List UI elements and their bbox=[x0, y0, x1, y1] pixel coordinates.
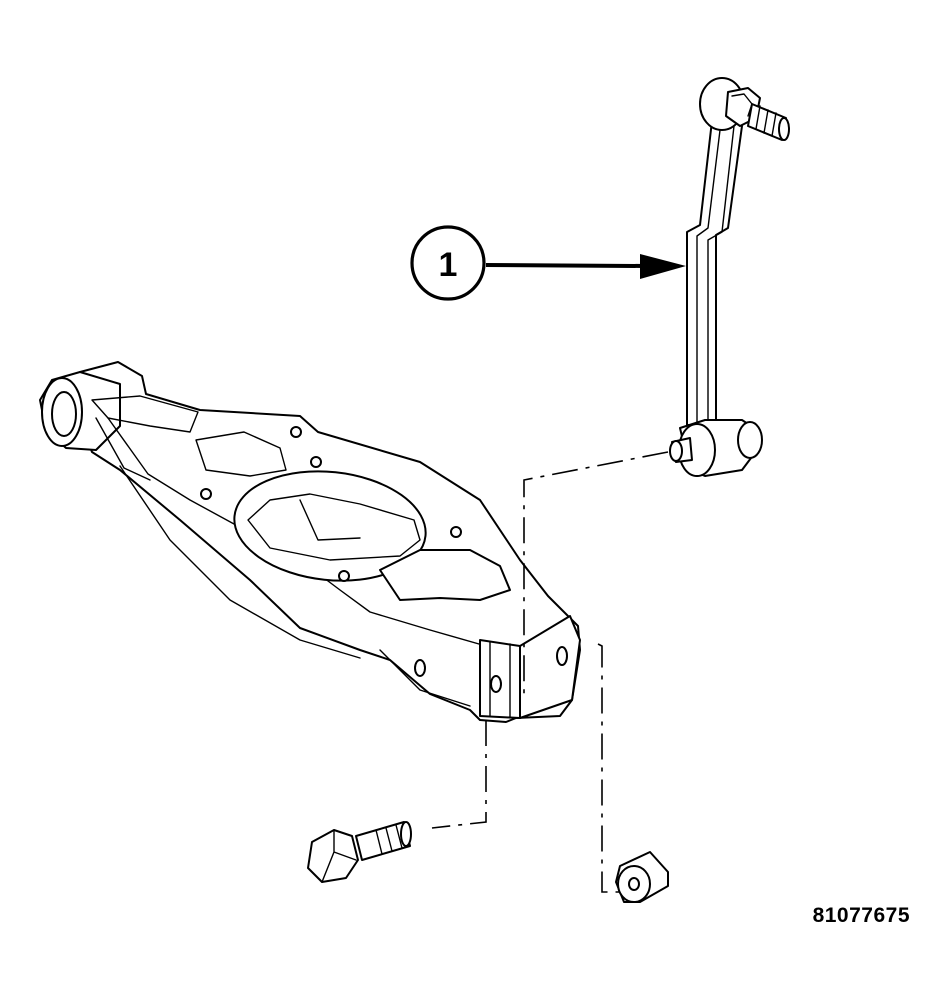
callout-arrow bbox=[640, 254, 686, 279]
callout-1: 1 bbox=[410, 225, 686, 301]
callout-number: 1 bbox=[439, 246, 458, 284]
figure-id: 81077675 bbox=[812, 904, 910, 927]
lower-control-arm bbox=[39, 361, 581, 723]
stabilizer-link bbox=[669, 77, 790, 477]
bolt bbox=[307, 821, 412, 883]
nut bbox=[615, 851, 669, 903]
assembly-lines bbox=[431, 451, 669, 893]
